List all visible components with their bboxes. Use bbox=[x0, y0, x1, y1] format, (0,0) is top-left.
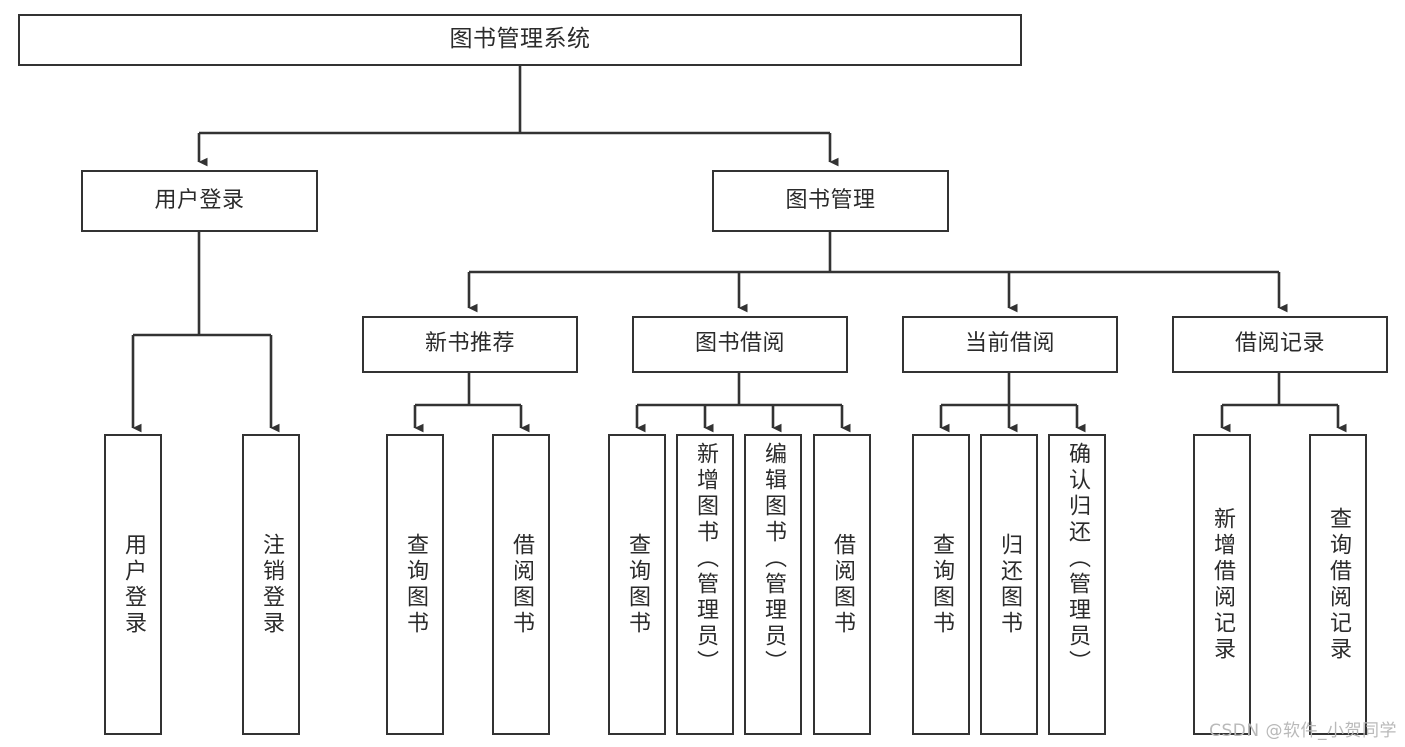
node-leaf-user-login[interactable]: 用户登录 bbox=[104, 434, 162, 735]
node-leaf-borrow-book-recommend[interactable]: 借阅图书 bbox=[492, 434, 550, 735]
node-leaf-query-book-current[interactable]: 查询图书 bbox=[912, 434, 970, 735]
node-leaf-add-book-admin[interactable]: 新增图书（管理员） bbox=[676, 434, 734, 735]
node-label: 注销登录 bbox=[259, 532, 284, 637]
node-label: 确认归还（管理员） bbox=[1065, 442, 1090, 676]
node-label: 查询借阅记录 bbox=[1326, 506, 1351, 663]
node-current-borrow[interactable]: 当前借阅 bbox=[902, 316, 1118, 373]
csdn-watermark: CSDN @软件_小贺同学 bbox=[1209, 721, 1397, 741]
node-user-login[interactable]: 用户登录 bbox=[81, 170, 318, 232]
node-leaf-borrow-book[interactable]: 借阅图书 bbox=[813, 434, 871, 735]
node-book-borrow[interactable]: 图书借阅 bbox=[632, 316, 848, 373]
node-label: 新增借阅记录 bbox=[1210, 506, 1235, 663]
node-leaf-confirm-return-admin[interactable]: 确认归还（管理员） bbox=[1048, 434, 1106, 735]
node-leaf-return-book[interactable]: 归还图书 bbox=[980, 434, 1038, 735]
node-label: 图书管理 bbox=[785, 187, 876, 213]
node-book-management[interactable]: 图书管理 bbox=[712, 170, 949, 232]
node-label: 借阅图书 bbox=[830, 532, 855, 637]
node-label: 新增图书（管理员） bbox=[693, 442, 718, 676]
node-label: 归还图书 bbox=[997, 532, 1022, 637]
node-leaf-query-borrow-record[interactable]: 查询借阅记录 bbox=[1309, 434, 1367, 735]
node-leaf-query-book-borrow[interactable]: 查询图书 bbox=[608, 434, 666, 735]
node-root-book-management-system[interactable]: 图书管理系统 bbox=[18, 14, 1022, 66]
node-label: 当前借阅 bbox=[964, 331, 1055, 357]
node-label: 借阅图书 bbox=[509, 532, 534, 637]
node-label: 用户登录 bbox=[154, 187, 245, 213]
node-label: 查询图书 bbox=[929, 532, 954, 637]
node-leaf-query-book-recommend[interactable]: 查询图书 bbox=[386, 434, 444, 735]
node-label: 新书推荐 bbox=[424, 331, 515, 357]
node-label: 查询图书 bbox=[403, 532, 428, 637]
node-label: 用户登录 bbox=[121, 532, 146, 637]
node-leaf-edit-book-admin[interactable]: 编辑图书（管理员） bbox=[744, 434, 802, 735]
node-leaf-add-borrow-record[interactable]: 新增借阅记录 bbox=[1193, 434, 1251, 735]
node-label: 查询图书 bbox=[625, 532, 650, 637]
node-leaf-logout-login[interactable]: 注销登录 bbox=[242, 434, 300, 735]
node-label: 编辑图书（管理员） bbox=[761, 442, 786, 676]
node-label: 图书借阅 bbox=[694, 331, 785, 357]
node-new-book-recommend[interactable]: 新书推荐 bbox=[362, 316, 578, 373]
node-borrow-record[interactable]: 借阅记录 bbox=[1172, 316, 1388, 373]
node-label: 借阅记录 bbox=[1234, 331, 1325, 357]
node-label: 图书管理系统 bbox=[449, 26, 591, 53]
